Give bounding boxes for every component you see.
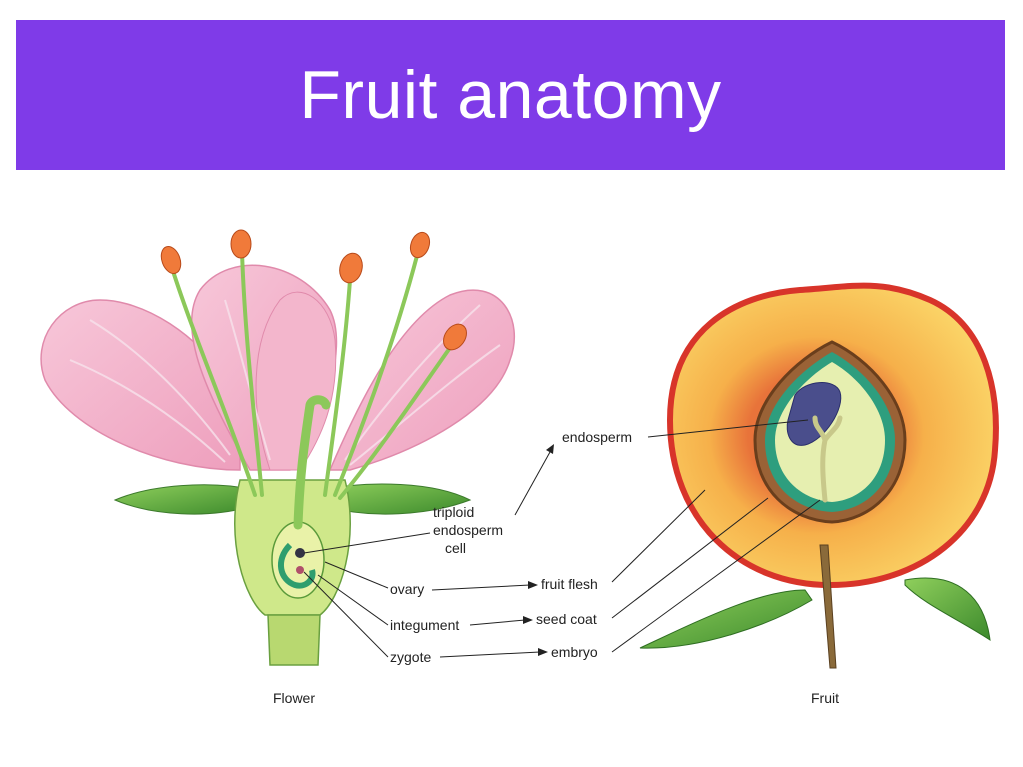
integument-shape xyxy=(278,542,316,589)
flower-illustration xyxy=(40,229,515,666)
triploid-cell xyxy=(295,548,305,558)
petal-mid xyxy=(255,291,337,471)
label-triploid-line2: endosperm xyxy=(433,522,503,538)
caption-fruit: Fruit xyxy=(811,690,839,706)
endosperm-shape xyxy=(786,382,842,446)
label-triploid-line3: cell xyxy=(445,540,466,556)
fruit-illustration xyxy=(639,282,999,669)
arrowheads xyxy=(523,444,554,656)
label-seed-coat: seed coat xyxy=(536,611,597,627)
flower-stem xyxy=(267,614,321,666)
label-fruit-flesh: fruit flesh xyxy=(541,576,598,592)
petal-left xyxy=(40,299,241,471)
fruit-leaf-right xyxy=(904,577,991,642)
label-zygote: zygote xyxy=(390,649,431,665)
label-embryo: embryo xyxy=(551,644,598,660)
fruit-stem xyxy=(819,544,837,669)
label-endosperm: endosperm xyxy=(562,429,632,445)
pistil-style xyxy=(293,395,331,530)
sepal-right xyxy=(319,483,472,515)
anthers xyxy=(160,229,467,351)
sepal-left xyxy=(113,484,256,515)
caption-flower: Flower xyxy=(273,690,315,706)
title-bar: Fruit anatomy xyxy=(16,20,1005,170)
fruit-leaf-left xyxy=(639,589,813,649)
label-integument: integument xyxy=(390,617,459,633)
page-title: Fruit anatomy xyxy=(299,57,722,133)
label-triploid-line1: triploid xyxy=(433,504,474,520)
zygote-dot xyxy=(296,566,304,574)
label-ovary: ovary xyxy=(390,581,424,597)
leader-lines xyxy=(303,419,821,658)
stamen-filaments xyxy=(170,250,454,500)
embryo-shape xyxy=(812,415,843,503)
